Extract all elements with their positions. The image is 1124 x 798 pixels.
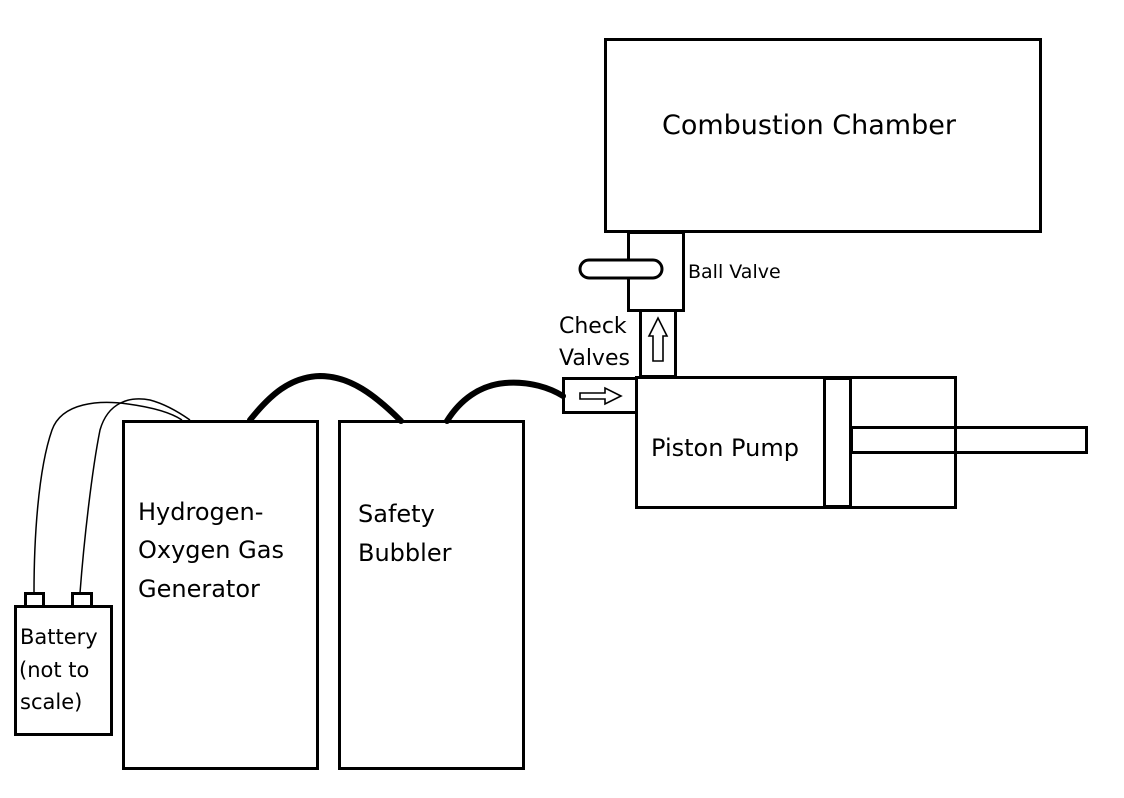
bubbler-label-line1: Safety bbox=[358, 500, 435, 528]
combustion-chamber: Combustion Chamber bbox=[604, 38, 1042, 233]
generator-label-line3: Generator bbox=[138, 575, 260, 603]
generator-label-line1: Hydrogen- bbox=[138, 498, 263, 526]
right-arrow-icon bbox=[579, 386, 623, 406]
ball-valve: Ball Valve bbox=[578, 231, 781, 312]
generator-label-line2: Oxygen Gas bbox=[138, 536, 284, 564]
horizontal-check-valve bbox=[562, 377, 638, 414]
check-valves-label-line1: Check bbox=[559, 314, 627, 339]
battery-wire-right bbox=[79, 398, 191, 594]
hose-bubbler-to-check-valve bbox=[444, 379, 566, 424]
piston-pump: Piston Pump bbox=[635, 376, 1088, 509]
bubbler-label-line2: Bubbler bbox=[358, 539, 452, 567]
combustion-chamber-label: Combustion Chamber bbox=[662, 110, 957, 141]
vertical-check-valve bbox=[639, 309, 677, 378]
battery-wire-left bbox=[33, 401, 183, 594]
battery: Battery (not to scale) bbox=[14, 592, 113, 736]
gas-generator: Hydrogen- Oxygen Gas Generator bbox=[122, 420, 319, 770]
ball-valve-label: Ball Valve bbox=[688, 261, 781, 283]
battery-terminal-right bbox=[71, 592, 93, 608]
battery-terminal-left bbox=[24, 592, 45, 608]
battery-label-line2: (not to bbox=[19, 658, 89, 682]
up-arrow-icon bbox=[647, 316, 669, 362]
safety-bubbler: Safety Bubbler bbox=[338, 420, 525, 770]
piston-pump-label: Piston Pump bbox=[651, 434, 799, 462]
check-valves-label-line2: Valves bbox=[559, 346, 630, 371]
hose-generator-to-bubbler bbox=[247, 372, 404, 424]
battery-label-line1: Battery bbox=[20, 625, 98, 649]
ball-valve-handle bbox=[578, 258, 664, 280]
battery-label-line3: scale) bbox=[20, 690, 82, 714]
